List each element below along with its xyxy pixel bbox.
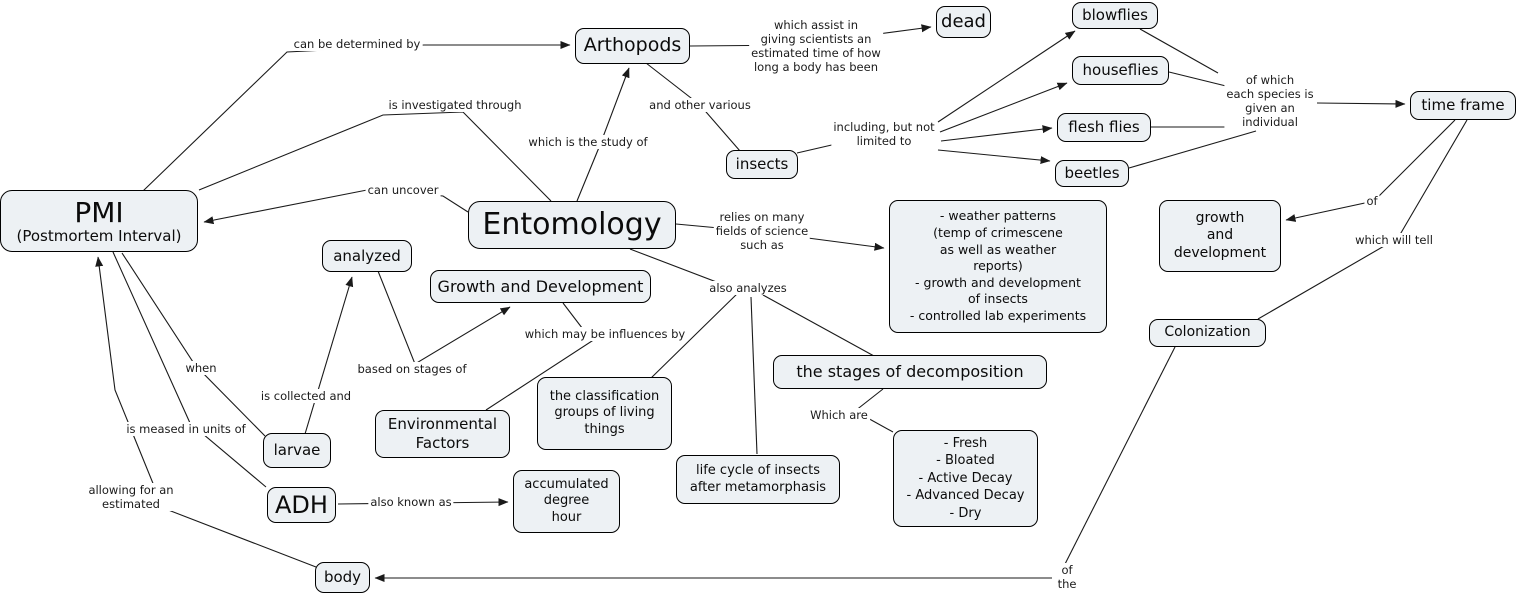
node-stages-decomposition[interactable]: the stages of decomposition [773, 355, 1047, 389]
node-dead-label: dead [941, 10, 986, 32]
node-pmi-title: PMI [74, 195, 124, 229]
node-flesh-flies-label: flesh flies [1068, 118, 1140, 137]
edge-larvae-analyzed [304, 276, 354, 435]
node-environmental-factors[interactable]: Environmental Factors [375, 410, 510, 458]
link-and-other-various[interactable]: and other various [647, 97, 753, 113]
edge-colonization-ofthe [1062, 346, 1176, 569]
node-houseflies-label: houseflies [1082, 61, 1159, 80]
node-arthopods-label: Arthopods [583, 34, 682, 57]
node-beetles-label: beetles [1064, 164, 1120, 183]
edge-pmi-entomology [198, 111, 552, 202]
node-body[interactable]: body [315, 562, 370, 593]
node-time-frame[interactable]: time frame [1410, 91, 1516, 120]
link-of-the[interactable]: of the [1055, 562, 1079, 592]
edge-including-blowflies [937, 30, 1076, 123]
edge-ofwhich-timeframe [1316, 99, 1406, 108]
link-which-will-tell[interactable]: which will tell [1353, 232, 1435, 248]
node-accumulated[interactable]: accumulated degree hour [513, 470, 620, 533]
node-colonization-label: Colonization [1164, 324, 1251, 341]
link-which-is-the-study-of[interactable]: which is the study of [526, 134, 650, 150]
node-beetles[interactable]: beetles [1055, 160, 1129, 187]
link-also-known-as[interactable]: also known as [368, 494, 454, 510]
link-also-analyzes[interactable]: also analyzes [707, 280, 789, 296]
link-when[interactable]: when [183, 360, 219, 376]
node-growth-development-small[interactable]: growth and development [1159, 200, 1281, 272]
node-blowflies[interactable]: blowflies [1072, 2, 1158, 29]
node-blowflies-label: blowflies [1082, 6, 1148, 25]
edge-pmi-larvae [121, 252, 266, 437]
node-body-label: body [323, 568, 362, 587]
node-analyzed-label: analyzed [333, 246, 401, 265]
link-is-collected-and[interactable]: is collected and [258, 388, 354, 404]
link-of-which[interactable]: of which each species is given an indivi… [1224, 72, 1316, 130]
node-pmi[interactable]: PMI (Postmortem Interval) [0, 190, 198, 252]
link-which-assist[interactable]: which assist in giving scientists an est… [749, 17, 883, 75]
node-insects-label: insects [735, 155, 789, 174]
node-science-fields-label: - weather patterns (temp of crimescene a… [909, 208, 1087, 324]
node-classification-label: the classification groups of living thin… [549, 389, 660, 437]
node-stages-decomposition-label: the stages of decomposition [796, 362, 1024, 381]
link-which-may-be[interactable]: which may be influences by [522, 326, 688, 342]
node-arthopods[interactable]: Arthopods [575, 28, 690, 64]
node-environmental-factors-label: Environmental Factors [387, 415, 498, 452]
link-which-are[interactable]: Which are [808, 407, 870, 423]
node-pmi-subtitle: (Postmortem Interval) [16, 227, 182, 246]
node-life-cycle-label: life cycle of insects after metamorphasi… [689, 463, 827, 495]
edge-insects-including [796, 143, 837, 154]
node-time-frame-label: time frame [1421, 96, 1505, 115]
node-adh-label: ADH [275, 491, 328, 519]
node-science-fields[interactable]: - weather patterns (temp of crimescene a… [889, 200, 1107, 333]
link-is-meased[interactable]: is meased in units of [124, 421, 248, 437]
node-growth-development-small-label: growth and development [1173, 209, 1267, 261]
node-dead[interactable]: dead [936, 6, 991, 38]
node-adh[interactable]: ADH [267, 487, 336, 523]
edge-alsoanalyzes-stages [762, 294, 875, 357]
edge-including-houseflies [939, 82, 1068, 133]
edge-including-beetles [937, 149, 1051, 165]
node-larvae-label: larvae [273, 441, 321, 460]
node-entomology-label: Entomology [482, 207, 662, 243]
edge-alsoanalyzes-lifecycle [750, 296, 758, 455]
node-colonization[interactable]: Colonization [1149, 319, 1266, 347]
edge-beetles-ofwhich [1128, 130, 1257, 169]
edge-alsoanalyzes-classification [629, 248, 741, 382]
node-flesh-flies[interactable]: flesh flies [1057, 113, 1151, 142]
link-allowing-for[interactable]: allowing for an estimated [86, 482, 176, 512]
node-insects[interactable]: insects [726, 150, 798, 179]
node-growth-and-development-label: Growth and Development [437, 276, 644, 296]
link-including-but-not[interactable]: including, but not limited to [831, 119, 937, 149]
node-larvae[interactable]: larvae [263, 433, 331, 468]
edge-body-pmi [95, 256, 317, 568]
node-decay-stages[interactable]: - Fresh - Bloated - Active Decay - Advan… [893, 430, 1038, 527]
node-decay-stages-label: - Fresh - Bloated - Active Decay - Advan… [906, 435, 1025, 521]
node-houseflies[interactable]: houseflies [1072, 56, 1169, 85]
node-classification[interactable]: the classification groups of living thin… [537, 377, 672, 450]
link-of[interactable]: of [1364, 193, 1380, 209]
link-relies-on[interactable]: relies on many fields of science such as [713, 209, 811, 253]
link-can-be-determined-by[interactable]: can be determined by [291, 36, 423, 52]
edge-pmi-arthopods [142, 41, 571, 192]
edge-blowflies-ofwhich [1139, 28, 1219, 74]
node-analyzed[interactable]: analyzed [322, 240, 412, 272]
link-is-investigated-through[interactable]: is investigated through [386, 97, 524, 113]
node-entomology[interactable]: Entomology [468, 201, 676, 249]
node-life-cycle[interactable]: life cycle of insects after metamorphasi… [676, 455, 840, 504]
node-growth-and-development[interactable]: Growth and Development [430, 270, 651, 303]
edge-houseflies-ofwhich [1168, 71, 1227, 87]
link-can-uncover[interactable]: can uncover [365, 182, 441, 198]
edge-including-fleshflies [940, 125, 1053, 142]
link-based-on-stages[interactable]: based on stages of [355, 361, 469, 377]
node-accumulated-label: accumulated degree hour [524, 477, 609, 525]
